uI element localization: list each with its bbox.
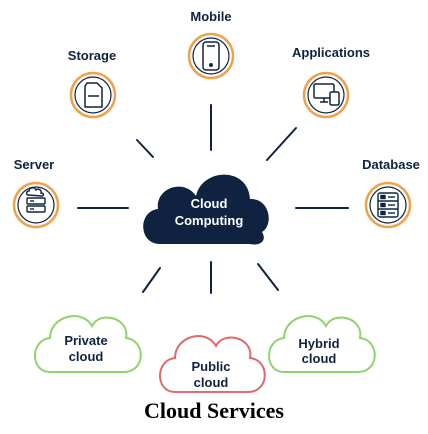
server-label: Server bbox=[13, 157, 55, 172]
connector-applications bbox=[266, 127, 297, 161]
database-rack-icon bbox=[377, 192, 399, 218]
connector-hybrid bbox=[257, 263, 279, 291]
hub-label-line2: Computing bbox=[175, 213, 244, 228]
hybrid-cloud-label-line2: cloud bbox=[302, 351, 337, 366]
applications-label: Applications bbox=[291, 45, 371, 60]
monitor-tablet-icon bbox=[313, 83, 340, 106]
diagram-caption: Cloud Services bbox=[144, 398, 284, 423]
public-cloud-label-line1: Public bbox=[191, 359, 230, 374]
public-cloud: Public cloud bbox=[159, 335, 266, 393]
hybrid-cloud-label-line1: Hybrid bbox=[298, 336, 339, 351]
database-label: Database bbox=[362, 157, 420, 172]
storage-node bbox=[69, 71, 117, 119]
cloud-server-icon bbox=[25, 187, 46, 213]
server-node bbox=[12, 181, 60, 229]
private-cloud: Private cloud bbox=[34, 315, 142, 373]
public-cloud-label-line2: cloud bbox=[194, 375, 229, 390]
mobile-node bbox=[187, 32, 235, 80]
cloud-computing-hub: Cloud Computing bbox=[143, 174, 269, 245]
private-cloud-label-line2: cloud bbox=[69, 349, 104, 364]
mobile-label: Mobile bbox=[190, 9, 232, 24]
storage-label: Storage bbox=[67, 48, 117, 63]
connectors bbox=[77, 104, 349, 294]
storage-file-icon bbox=[84, 82, 103, 108]
connector-private bbox=[142, 267, 161, 293]
mobile-phone-icon bbox=[202, 41, 220, 71]
private-cloud-label-line1: Private bbox=[64, 333, 107, 348]
applications-node bbox=[302, 71, 350, 119]
database-node bbox=[364, 181, 412, 229]
hub-label-line1: Cloud bbox=[191, 196, 228, 211]
hybrid-cloud: Hybrid cloud bbox=[268, 315, 376, 373]
connector-storage bbox=[136, 139, 154, 158]
